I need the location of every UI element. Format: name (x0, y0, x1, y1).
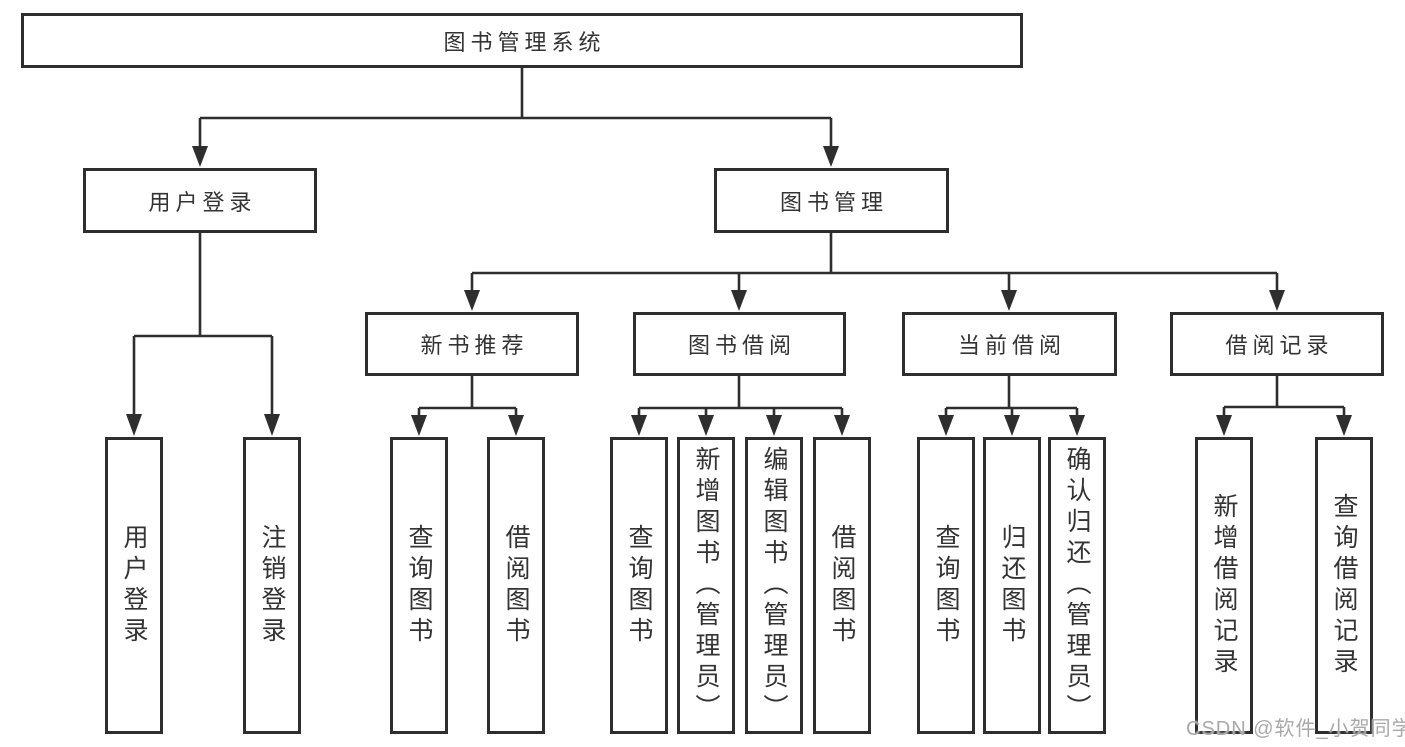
leaf-return-book: 归还图书 (983, 437, 1041, 734)
leaf-query-book-recommend: 查询图书 (390, 437, 448, 734)
leaf-confirm-return-admin: 确认归还（管理员） (1048, 437, 1106, 734)
node-library-management-system: 图书管理系统 (21, 13, 1023, 68)
leaf-logout: 注销登录 (243, 437, 301, 734)
node-book-borrow: 图书借阅 (633, 312, 846, 376)
leaf-edit-book-admin: 编辑图书（管理员） (745, 437, 803, 734)
node-borrow-records: 借阅记录 (1170, 312, 1384, 376)
leaf-query-borrow-record: 查询借阅记录 (1315, 437, 1373, 734)
leaf-user-login: 用户登录 (105, 437, 163, 734)
node-book-management: 图书管理 (714, 168, 949, 233)
leaf-add-book-admin: 新增图书（管理员） (677, 437, 735, 734)
leaf-borrow-book-recommend: 借阅图书 (487, 437, 545, 734)
connector-borrow-records-branch (1216, 376, 1352, 436)
connector-book-management-to-level3 (464, 233, 1285, 311)
leaf-query-book-current: 查询图书 (917, 437, 975, 734)
leaf-borrow-book: 借阅图书 (813, 437, 871, 734)
node-user-login: 用户登录 (83, 168, 317, 233)
leaf-query-book-borrow: 查询图书 (610, 437, 668, 734)
node-current-borrow: 当前借阅 (902, 312, 1117, 376)
connector-new-book-recommend-branch (411, 376, 524, 436)
csdn-watermark: CSDN @软件_小贺同学 (1186, 718, 1405, 740)
connector-user-login-branch (126, 233, 280, 436)
connector-book-borrow-branch (631, 376, 850, 436)
connector-current-borrow-branch (938, 376, 1085, 436)
connector-root-to-level2 (192, 68, 839, 167)
leaf-add-borrow-record: 新增借阅记录 (1195, 437, 1253, 734)
node-new-book-recommend: 新书推荐 (365, 312, 579, 376)
